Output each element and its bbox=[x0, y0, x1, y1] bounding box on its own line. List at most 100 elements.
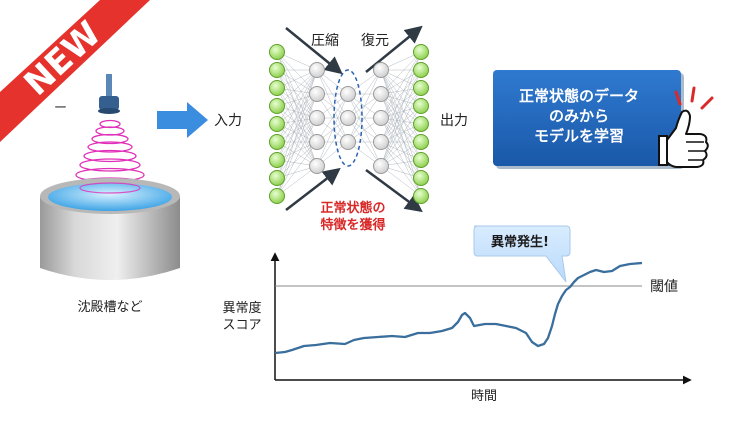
network-edge bbox=[276, 51, 318, 95]
input-node bbox=[269, 188, 285, 204]
restore-label: 復元 bbox=[361, 32, 389, 49]
network-edge bbox=[316, 93, 349, 143]
network-edge bbox=[380, 141, 422, 179]
network-edge bbox=[380, 123, 422, 167]
input-label: 入力 bbox=[214, 113, 242, 129]
input-node bbox=[269, 62, 285, 78]
input-node bbox=[269, 134, 285, 150]
input-node bbox=[269, 152, 285, 168]
input-node bbox=[269, 170, 285, 186]
feature-arrow-right bbox=[365, 168, 423, 213]
encoder-node bbox=[309, 134, 325, 150]
y-axis-label-line2: スコア bbox=[222, 318, 261, 333]
network-edge bbox=[276, 51, 318, 119]
network-edge bbox=[380, 105, 422, 143]
output-node bbox=[413, 44, 429, 60]
flow-arrow-icon bbox=[157, 102, 208, 138]
output-node bbox=[413, 62, 429, 78]
decoder-node bbox=[373, 158, 389, 174]
output-label: 出力 bbox=[440, 113, 468, 129]
latent-node bbox=[340, 86, 356, 102]
network-edge bbox=[380, 117, 422, 197]
network-edge bbox=[276, 69, 318, 125]
network-edge bbox=[380, 69, 422, 143]
network-edge bbox=[276, 117, 318, 161]
network-edge bbox=[380, 69, 422, 107]
anomaly-label: 異常発生! bbox=[491, 234, 549, 250]
latent-space-outline bbox=[333, 69, 363, 167]
decoder-node bbox=[373, 110, 389, 126]
network-edge bbox=[380, 141, 422, 197]
network-edge bbox=[276, 69, 318, 143]
autoencoder-diagram: 入力 出力 圧縮 復元 正常状態の 特徴を獲得 bbox=[214, 25, 468, 233]
latent-node bbox=[340, 134, 356, 150]
network-edge bbox=[347, 69, 382, 143]
decoder-node bbox=[373, 134, 389, 150]
output-node bbox=[413, 134, 429, 150]
network-edge bbox=[316, 93, 349, 167]
network-edge bbox=[380, 51, 422, 119]
new-badge: NEW bbox=[0, 0, 150, 142]
decoder-node bbox=[373, 62, 389, 78]
output-node bbox=[413, 116, 429, 132]
network-edge bbox=[276, 141, 318, 197]
x-axis-label: 時間 bbox=[471, 389, 497, 404]
encoder-node bbox=[309, 62, 325, 78]
anomaly-callout: 異常発生! bbox=[473, 225, 571, 283]
network-edge bbox=[276, 69, 318, 119]
thumbs-up-icon bbox=[658, 86, 714, 168]
network-edge bbox=[347, 93, 382, 143]
output-node bbox=[413, 170, 429, 186]
y-axis-label-line1: 異常度 bbox=[222, 300, 261, 316]
network-edge bbox=[347, 69, 382, 119]
network-edge bbox=[380, 69, 422, 119]
encoder-node bbox=[309, 110, 325, 126]
network-edge bbox=[276, 93, 318, 143]
tank-label: 沈殿槽など bbox=[77, 300, 142, 315]
anomaly-score-line bbox=[274, 261, 643, 355]
network-edge bbox=[276, 93, 318, 125]
input-node bbox=[269, 80, 285, 96]
network-edge bbox=[276, 87, 318, 119]
encoder-node bbox=[309, 158, 325, 174]
tank-illustration: 沈殿槽など bbox=[40, 74, 180, 315]
training-callout: 正常状態のデータ のみから モデルを学習 bbox=[493, 70, 714, 169]
latent-node bbox=[340, 110, 356, 126]
sensor-label: ー bbox=[54, 101, 67, 116]
network-edge bbox=[380, 87, 422, 167]
callout-box bbox=[493, 70, 681, 166]
network-edge bbox=[276, 93, 318, 161]
network-edge bbox=[380, 51, 422, 95]
network-edge bbox=[316, 117, 349, 167]
network-edge bbox=[276, 141, 318, 179]
output-node bbox=[413, 152, 429, 168]
network-edge bbox=[380, 165, 422, 197]
sensor-icon bbox=[98, 74, 120, 114]
anomaly-score-chart: 閾値 異常度 スコア 時間 異常発生! bbox=[222, 225, 692, 404]
decoder-node bbox=[373, 86, 389, 102]
network-edge bbox=[380, 87, 422, 143]
network-edge bbox=[276, 165, 318, 197]
compress-arrow bbox=[285, 27, 343, 75]
callout-line1: 正常状態のデータ bbox=[519, 87, 639, 105]
output-node bbox=[413, 80, 429, 96]
network-edge bbox=[380, 117, 422, 161]
feature-arrow-left bbox=[285, 167, 341, 211]
threshold-label: 閾値 bbox=[650, 279, 678, 295]
output-node bbox=[413, 188, 429, 204]
compress-label: 圧縮 bbox=[311, 33, 339, 49]
network-edge bbox=[380, 87, 422, 119]
encoder-node bbox=[309, 86, 325, 102]
network-edge bbox=[276, 117, 318, 197]
input-node bbox=[269, 98, 285, 114]
callout-line2: のみから bbox=[549, 107, 609, 125]
network-edge bbox=[276, 69, 318, 107]
callout-line3: モデルを学習 bbox=[534, 127, 624, 145]
input-node bbox=[269, 116, 285, 132]
input-node bbox=[269, 44, 285, 60]
network-nodes bbox=[269, 44, 429, 204]
network-edge bbox=[380, 105, 422, 167]
output-node bbox=[413, 98, 429, 114]
restore-arrow bbox=[365, 25, 423, 73]
